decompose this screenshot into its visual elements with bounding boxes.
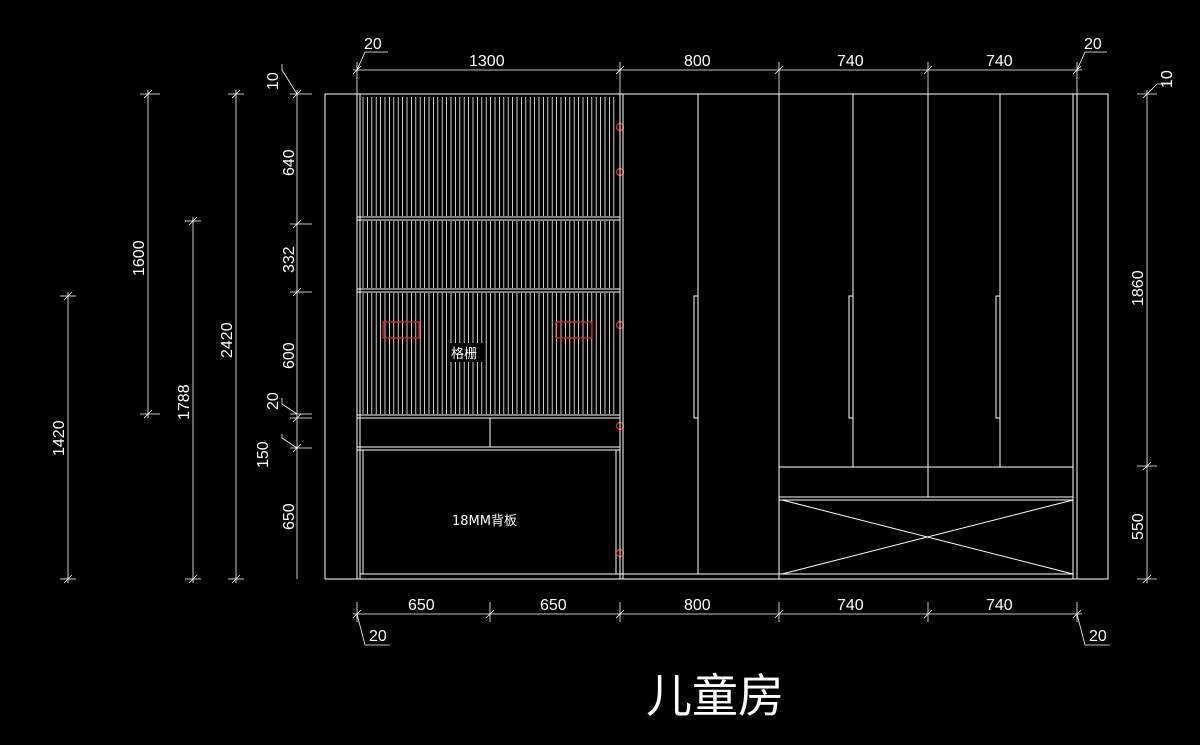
dim-bottom-800: 800 [684,597,711,614]
dim-left-332: 332 [281,246,298,273]
cabinet-frame [324,93,1109,580]
handle-box-left [382,321,420,339]
grille-section: 格栅 18MM背板 [357,97,620,574]
dim-top-740-a: 740 [837,53,864,70]
drawer-cross-2 [781,499,1074,575]
dim-top-740-b: 740 [986,53,1013,70]
dim-right-550: 550 [1130,513,1147,540]
dim-bottom-650-a: 650 [408,597,435,614]
dimension-left-overall: 1600 2420 1788 1420 [51,89,244,584]
dim-bottom-740-b: 740 [986,597,1013,614]
dim-right-1860: 1860 [1130,270,1147,306]
grille-label-bg [447,343,483,362]
dimension-left-inner: 10 640 332 600 20 150 650 [255,64,312,579]
grille-label: 格栅 [451,346,477,362]
dim-right-10: 10 [1159,70,1176,88]
dim-bottom-650-b: 650 [540,597,567,614]
dim-bottom-20-left: 20 [369,628,387,645]
door-handle-2 [848,295,854,419]
dim-left-650: 650 [281,503,298,530]
dim-top-1300: 1300 [469,53,505,70]
dim-overall-1420: 1420 [51,420,68,456]
handle-box-right [555,321,593,339]
dim-bottom-20-right: 20 [1089,628,1107,645]
door-handle-3 [995,295,1001,419]
dim-overall-1788: 1788 [176,384,193,420]
dim-overall-1600: 1600 [131,240,148,276]
dim-left-20: 20 [265,392,282,410]
dim-left-150: 150 [255,441,272,468]
grille-slats [362,97,615,414]
cabinet-outline [324,93,1109,580]
back-panel-label: 18MM背板 [452,514,517,529]
dimension-right: 10 1860 550 [1130,70,1176,584]
dim-left-640: 640 [281,149,298,176]
dim-top-20-left: 20 [364,36,382,53]
dim-bottom-740-a: 740 [837,597,864,614]
dim-overall-2420: 2420 [219,322,236,358]
dim-top-800: 800 [684,53,711,70]
dim-left-10: 10 [265,72,282,90]
dim-left-600: 600 [281,342,298,369]
dimension-top: 20 1300 800 740 740 20 [352,36,1107,94]
dimension-bottom: 650 650 800 740 740 20 20 [352,597,1110,646]
wardrobe-doors [619,94,1074,579]
door-handle-1 [693,295,699,419]
dim-top-20-right: 20 [1084,36,1102,53]
drawing-title: 儿童房 [646,669,784,723]
